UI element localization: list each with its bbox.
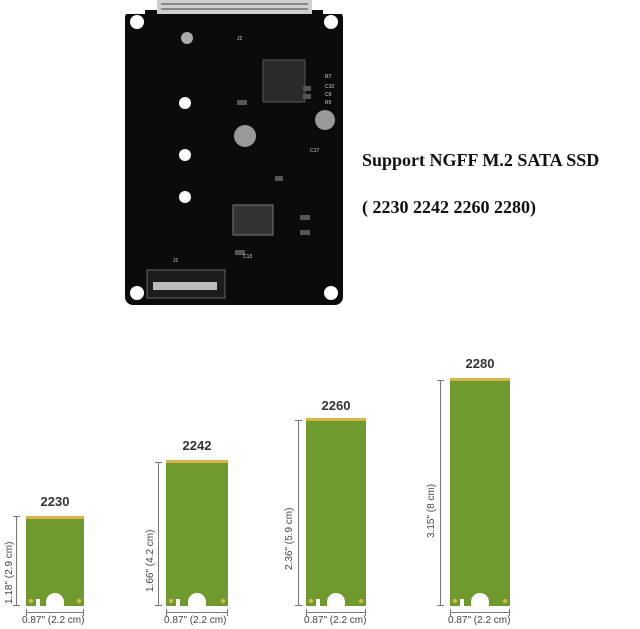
- ssd-card-2280: [450, 378, 510, 607]
- card-2242-width: 0.87" (2.2 cm): [164, 615, 227, 626]
- svg-text:C17: C17: [310, 148, 319, 154]
- svg-text:C13: C13: [243, 254, 252, 260]
- card-2230-width: 0.87" (2.2 cm): [22, 615, 85, 626]
- headline-line-2: ( 2230 2242 2260 2280): [362, 197, 536, 217]
- card-2280-label: 2280: [465, 356, 495, 371]
- ssd-card-2260: [306, 418, 366, 607]
- card-2242-length: 1.66" (4.2 cm): [145, 529, 156, 592]
- svg-text:J2: J2: [237, 36, 243, 42]
- ssd-card-2242: [166, 460, 228, 607]
- card-2260-width: 0.87" (2.2 cm): [304, 615, 367, 626]
- svg-text:R7: R7: [325, 74, 332, 80]
- card-2242-label: 2242: [182, 438, 212, 453]
- ssd-card-2230: [26, 516, 84, 607]
- connector-pins: [161, 3, 308, 10]
- card-2260-label: 2260: [321, 398, 351, 413]
- card-2230-length: 1.18" (2.9 cm): [4, 541, 15, 604]
- headline-line-1: Support NGFF M.2 SATA SSD: [362, 150, 600, 170]
- svg-text:C9: C9: [325, 92, 332, 98]
- card-2230-label: 2230: [40, 494, 70, 509]
- svg-text:R5: R5: [325, 100, 332, 106]
- card-2280-length: 3.15" (8 cm): [426, 483, 437, 538]
- adapter-board-photo: J2 J1 C13 C17 R7 C10 C9 R5: [125, 0, 343, 305]
- card-2260-length: 2.36" (5.9 cm): [284, 507, 295, 570]
- card-2280-width: 0.87" (2.2 cm): [448, 615, 511, 626]
- svg-text:J1: J1: [173, 258, 179, 264]
- svg-text:C10: C10: [325, 84, 334, 90]
